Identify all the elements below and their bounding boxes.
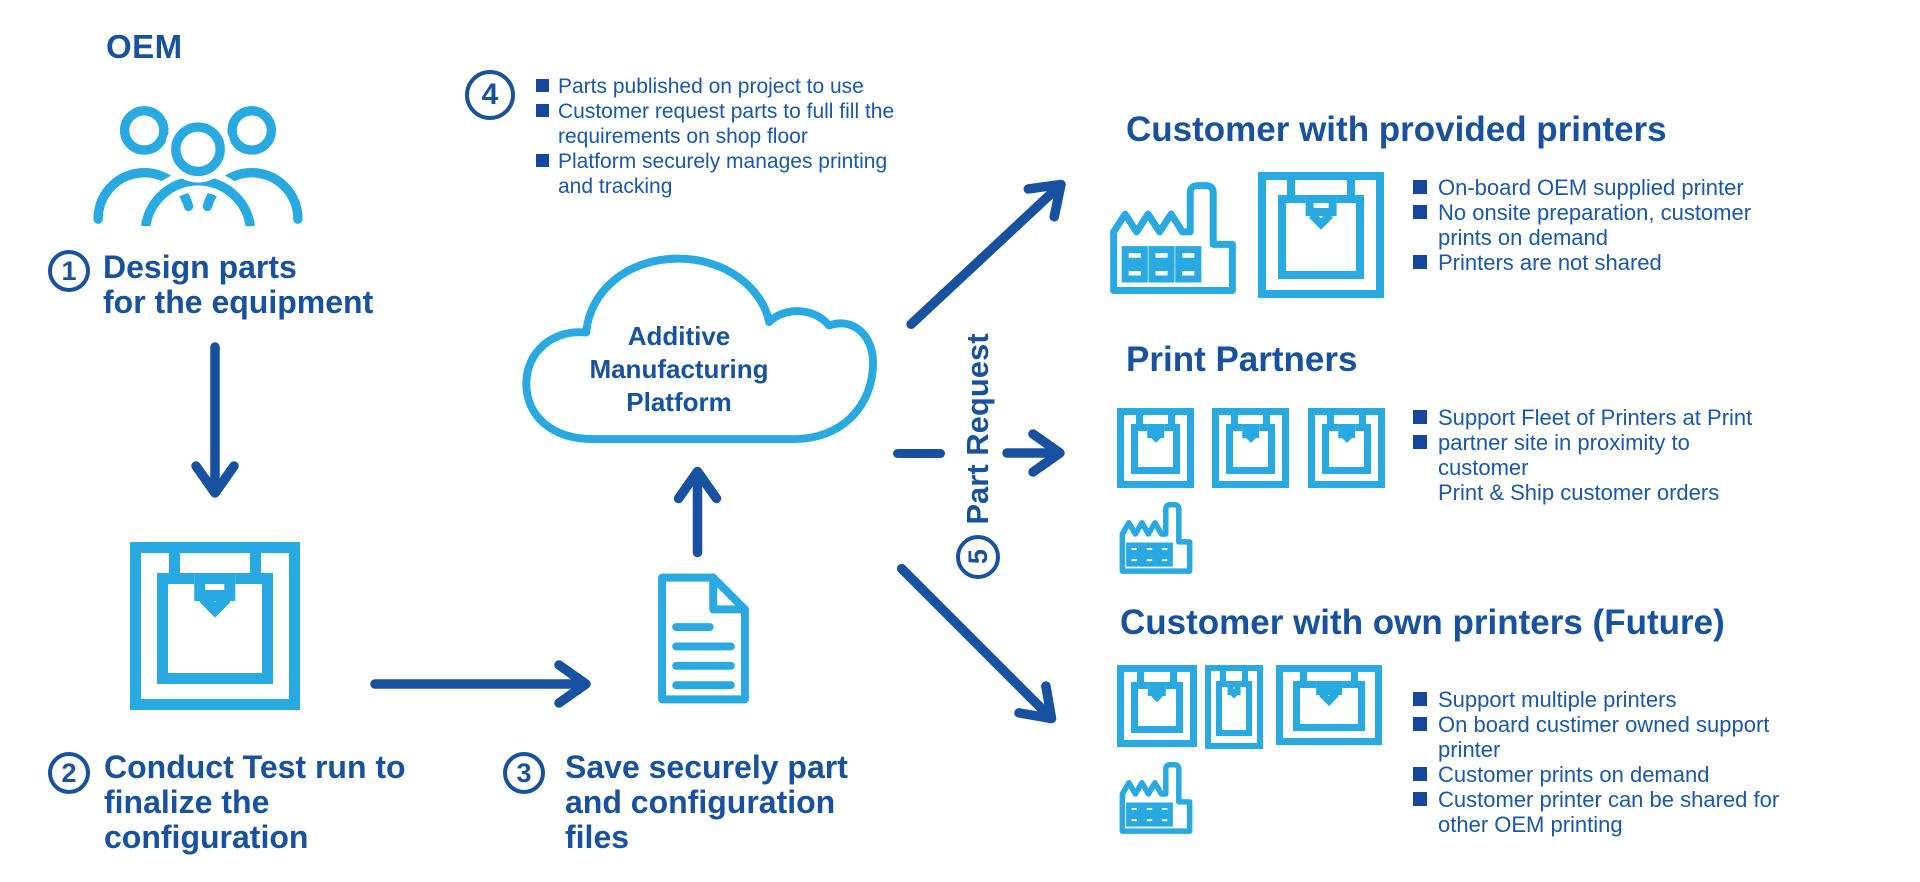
- oem-title: OEM: [106, 28, 183, 65]
- bullet-text: Parts published on project to use: [558, 75, 864, 98]
- bullet-item: Parts published on project to use: [536, 74, 946, 99]
- bullet-text: On board custimer owned support printer: [1438, 712, 1770, 762]
- step-5-number: 5: [956, 534, 1000, 579]
- bullet-item: No onsite preparation, customer prints o…: [1413, 200, 1783, 250]
- step-3-label: Save securely part and configuration fil…: [565, 749, 848, 855]
- cloud-label: Additive Manufacturing Platform: [589, 321, 769, 417]
- part-request-label: Part Request: [960, 333, 995, 525]
- arrow-dash-icon: [893, 449, 945, 458]
- bullet-square-icon: [1413, 180, 1427, 194]
- bullet-item: Platform securely manages printing and t…: [536, 149, 946, 199]
- bullet-text: Customer prints on demand: [1438, 762, 1710, 787]
- bullet-text: Support multiple printers: [1438, 687, 1677, 712]
- step-2-number: 2: [48, 752, 90, 794]
- printer-icon: [1117, 408, 1194, 488]
- bullet-square-icon: [1413, 767, 1427, 781]
- bullet-square-icon: [1413, 717, 1427, 731]
- bullet-item: On board custimer owned support printer: [1413, 712, 1783, 762]
- step-1-number: 1: [48, 250, 90, 292]
- section-title-own: Customer with own printers (Future): [1120, 603, 1725, 642]
- bullet-item: Support Fleet of Printers at Print: [1413, 405, 1783, 430]
- printer-icon: [1205, 665, 1263, 749]
- bullet-text: Support Fleet of Printers at Print: [1438, 405, 1753, 430]
- arrow-northeast-icon: [906, 179, 1066, 330]
- printer-icon: [130, 542, 300, 710]
- bullet-item: On-board OEM supplied printer: [1413, 175, 1783, 200]
- bullet-text: Printers are not shared: [1438, 250, 1662, 275]
- step-1-label: Design parts for the equipment: [103, 249, 374, 320]
- bullet-square-icon: [536, 154, 549, 167]
- factory-icon: [1118, 498, 1194, 574]
- part-request-group: 5 Part Request: [954, 311, 1002, 601]
- bullet-text: Customer printer can be shared for other…: [1438, 787, 1780, 837]
- arrow-east-icon: [1002, 429, 1065, 477]
- factory-icon: [1118, 758, 1194, 834]
- bullet-square-icon: [536, 79, 549, 92]
- bullet-item: Customer prints on demand: [1413, 762, 1783, 787]
- bullet-square-icon: [1413, 435, 1427, 449]
- step-3-number: 3: [503, 752, 545, 794]
- bullet-text: No onsite preparation, customer prints o…: [1438, 200, 1752, 250]
- printer-icon: [1308, 408, 1385, 488]
- bullet-item: Customer printer can be shared for other…: [1413, 787, 1783, 837]
- arrow-down-icon: [191, 342, 239, 498]
- bullet-item: Support multiple printers: [1413, 687, 1783, 712]
- arrow-right-icon: [370, 660, 591, 708]
- section-title-partners: Print Partners: [1126, 340, 1358, 379]
- section-title-provided: Customer with provided printers: [1126, 110, 1667, 149]
- printer-icon: [1117, 665, 1197, 747]
- cloud-icon: [522, 254, 877, 443]
- bullet-item: Printers are not shared: [1413, 250, 1783, 275]
- bullet-square-icon: [536, 104, 549, 117]
- bullet-text: Customer request parts to full fill the …: [558, 100, 895, 148]
- printer-icon: [1258, 172, 1384, 298]
- factory-icon: [1106, 175, 1240, 295]
- arrow-southeast-icon: [896, 563, 1057, 724]
- bullet-square-icon: [1413, 255, 1427, 269]
- bullet-square-icon: [1413, 410, 1427, 424]
- bullet-text: On-board OEM supplied printer: [1438, 175, 1744, 200]
- document-icon: [658, 573, 749, 704]
- bullet-text: partner site in proximity to customer Pr…: [1438, 430, 1720, 505]
- arrow-up-icon: [673, 466, 722, 558]
- printer-icon: [1276, 665, 1382, 745]
- bullet-square-icon: [1413, 692, 1427, 706]
- bullet-square-icon: [1413, 205, 1427, 219]
- bullet-item: partner site in proximity to customer Pr…: [1413, 430, 1783, 505]
- step-2-label: Conduct Test run to finalize the configu…: [104, 749, 406, 855]
- printer-icon: [1212, 408, 1289, 488]
- bullet-square-icon: [1413, 792, 1427, 806]
- people-icon: [93, 106, 303, 226]
- step-4-number: 4: [465, 70, 515, 120]
- bullet-text: Platform securely manages printing and t…: [558, 150, 888, 198]
- bullet-item: Customer request parts to full fill the …: [536, 99, 946, 149]
